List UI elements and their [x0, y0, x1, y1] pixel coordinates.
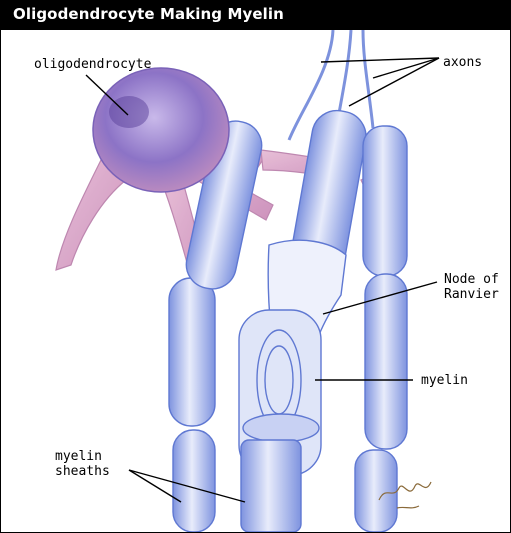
- label-node-of-ranvier: Node of Ranvier: [444, 272, 499, 302]
- label-myelin: myelin: [421, 373, 468, 388]
- leader-axons-1: [321, 58, 439, 62]
- oligodendrocyte-nucleus: [109, 96, 149, 128]
- label-sheaths-line2: sheaths: [55, 464, 110, 479]
- sheath-center-lower: [241, 440, 301, 532]
- myelin-cut-face: [243, 414, 319, 442]
- title-bar: Oligodendrocyte Making Myelin: [1, 0, 511, 30]
- axon-column-right: [355, 126, 407, 532]
- sheath-right-1: [363, 126, 407, 276]
- label-node-line2: Ranvier: [444, 287, 499, 302]
- sheath-left-1: [169, 278, 215, 426]
- sheath-right-3: [355, 450, 397, 532]
- label-oligodendrocyte: oligodendrocyte: [34, 57, 151, 72]
- label-sheaths-line1: myelin: [55, 449, 110, 464]
- label-node-line1: Node of: [444, 272, 499, 287]
- label-myelin-sheaths: myelin sheaths: [55, 449, 110, 479]
- label-axons: axons: [443, 55, 482, 70]
- leader-axons-3: [349, 58, 439, 106]
- diagram-title: Oligodendrocyte Making Myelin: [13, 5, 284, 23]
- axon-thread-3: [363, 30, 373, 128]
- sheath-left-2: [173, 430, 215, 532]
- axon-column-left: [169, 278, 215, 532]
- oligodendrocyte-body: [93, 68, 229, 192]
